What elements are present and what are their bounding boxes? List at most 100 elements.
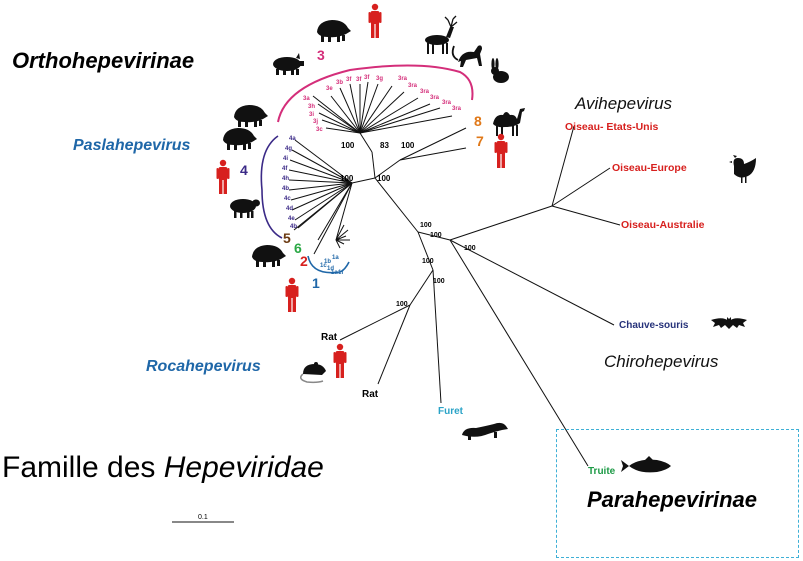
branch-2 bbox=[313, 182, 353, 255]
genus-avihepevirus: Avihepevirus bbox=[575, 94, 673, 113]
bootstrap-value: 100 bbox=[433, 278, 445, 285]
genotype-4-bracket bbox=[260, 135, 283, 239]
branch-inner-to-1 bbox=[335, 182, 353, 241]
subtype-label: 3e bbox=[326, 86, 333, 92]
subtype-label: 3g bbox=[376, 76, 384, 82]
human-icon bbox=[368, 3, 382, 38]
branch-root-to-78 bbox=[374, 159, 401, 179]
branch-4-subtype bbox=[291, 149, 353, 184]
branch-7 bbox=[399, 147, 467, 161]
subtype-label: 3ra bbox=[408, 83, 418, 89]
tip-furet: Furet bbox=[438, 406, 463, 417]
subtype-label: 3j bbox=[313, 119, 319, 125]
subtype-label: 1a bbox=[332, 255, 339, 261]
subtype-label: 1f bbox=[338, 270, 344, 276]
subtype-label: 1c bbox=[320, 263, 327, 269]
human-icon bbox=[285, 277, 299, 312]
branch-4-subtype bbox=[294, 182, 353, 221]
subtype-label: 1a bbox=[331, 270, 338, 276]
branch-para-to-avi bbox=[449, 205, 553, 241]
branch-1f bbox=[335, 224, 345, 241]
human-icon bbox=[216, 159, 230, 194]
branch-4-subtype bbox=[290, 182, 353, 201]
branch-root-to-inner bbox=[351, 177, 376, 184]
human-icon bbox=[333, 343, 347, 378]
bootstrap-value: 100 bbox=[377, 174, 391, 183]
branch-3-subtype bbox=[321, 119, 361, 134]
branch-3-subtype bbox=[330, 95, 361, 134]
subtype-label: 4i bbox=[283, 156, 289, 162]
branch-4-subtype bbox=[291, 182, 353, 211]
genotype-6-label: 6 bbox=[294, 240, 302, 256]
subtype-label: 3i bbox=[309, 112, 315, 118]
branch-1e bbox=[335, 229, 349, 241]
scale-bar-label: 0.1 bbox=[198, 514, 208, 521]
rat-icon bbox=[300, 361, 327, 384]
branch-3-subtype bbox=[359, 103, 431, 134]
subtype-label: 3ra bbox=[430, 95, 440, 101]
bootstrap-value: 100 bbox=[430, 232, 442, 239]
branch-3-subtype bbox=[359, 107, 441, 134]
tip-oiseau-australie: Oiseau-Australie bbox=[621, 219, 705, 231]
branch-roca-rat2 bbox=[377, 304, 411, 385]
genotype-3-label: 3 bbox=[317, 47, 325, 63]
bootstrap-value: 83 bbox=[380, 141, 389, 150]
branch-4-subtype bbox=[289, 159, 353, 184]
branch-root-to-3 bbox=[371, 151, 376, 179]
genotype-8-label: 8 bbox=[474, 113, 482, 129]
tip-truite: Truite bbox=[588, 466, 616, 477]
branch-3-subtype bbox=[359, 97, 419, 134]
ferret-icon bbox=[462, 422, 508, 440]
subtype-label: 3b bbox=[336, 80, 344, 86]
branch-4-subtype bbox=[288, 169, 353, 184]
branch-1a bbox=[335, 235, 347, 241]
subfamily-parahepevirinae: Parahepevirinae bbox=[587, 487, 757, 512]
bootstrap-value: 100 bbox=[422, 258, 434, 265]
branch-root-to-main bbox=[374, 177, 419, 233]
bootstrap-value: 100 bbox=[396, 301, 408, 308]
tip-chauve-souris: Chauve-souris bbox=[619, 320, 689, 331]
branch-3-subtype bbox=[349, 83, 361, 134]
camel-icon bbox=[493, 108, 525, 136]
wild-boar-icon bbox=[234, 105, 268, 127]
branch-5 bbox=[293, 182, 353, 231]
subtype-label: 4b bbox=[282, 186, 290, 192]
tip-oiseau-etats-unis: Oiseau- Etats-Unis bbox=[565, 121, 659, 133]
pig-icon bbox=[273, 53, 304, 75]
subtype-label: 3f bbox=[346, 77, 352, 83]
genotype-4-label: 4 bbox=[240, 162, 248, 178]
branch-6 bbox=[317, 182, 353, 241]
subtype-label: 4f bbox=[282, 166, 288, 172]
deer-icon bbox=[424, 15, 458, 55]
subtype-label: 4g bbox=[285, 146, 293, 152]
subtype-label: 3ra bbox=[398, 76, 408, 82]
branch-3-subtype bbox=[359, 81, 369, 134]
branch-4-subtype bbox=[288, 179, 353, 184]
wild-boar-icon bbox=[317, 20, 351, 42]
branch-3-subtype bbox=[312, 95, 361, 134]
subtype-label: 4b bbox=[290, 224, 298, 230]
genotype-3-fan bbox=[312, 81, 453, 134]
branch-avi-usa bbox=[551, 125, 575, 207]
branch-main-to-roca bbox=[417, 231, 434, 271]
genotype-1-bracket bbox=[307, 255, 350, 274]
branch-3-stem bbox=[359, 132, 373, 153]
branch-3-subtype bbox=[339, 87, 361, 134]
branch-avi-aus bbox=[551, 205, 621, 226]
subtype-label: 3a bbox=[303, 96, 310, 102]
sheep-icon bbox=[230, 199, 260, 218]
branch-4-subtype bbox=[294, 139, 353, 184]
monkey-icon bbox=[451, 44, 483, 68]
genotype-1-label: 1 bbox=[312, 275, 320, 291]
branch-roca-rat1 bbox=[339, 304, 411, 341]
branch-3-subtype bbox=[318, 112, 361, 134]
branch-1c bbox=[335, 239, 341, 249]
bootstrap-value: 100 bbox=[401, 141, 415, 150]
branch-para-to-trout bbox=[449, 239, 589, 467]
subtype-label: 3ra bbox=[442, 100, 452, 106]
subtype-label: 3f bbox=[364, 75, 370, 81]
subtype-label: 4a bbox=[289, 136, 296, 142]
branch-3-subtype bbox=[359, 115, 453, 134]
subtype-label: 4c bbox=[284, 196, 291, 202]
